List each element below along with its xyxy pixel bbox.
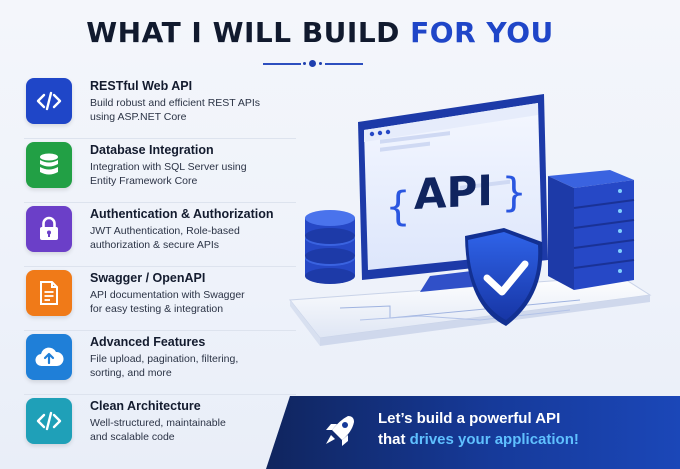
database-stack-icon — [305, 210, 355, 284]
server-rack-icon — [548, 170, 635, 290]
feature-item-database: Database Integration Integration with SQ… — [24, 139, 296, 203]
cta-banner: Let’s build a powerful API that drives y… — [266, 396, 680, 469]
feature-title: Swagger / OpenAPI — [90, 271, 206, 285]
feature-description: JWT Authentication, Role-based authoriza… — [90, 225, 240, 251]
feature-title: Advanced Features — [90, 335, 206, 349]
feature-item-advanced: Advanced Features File upload, paginatio… — [24, 331, 296, 395]
screen-api-text: API — [414, 166, 493, 219]
code-icon — [26, 78, 72, 124]
banner-highlight: drives your application! — [409, 431, 579, 448]
title-part-blue: FOR YOU — [410, 16, 554, 49]
feature-description: File upload, pagination, filtering, sort… — [90, 353, 239, 379]
feature-description: Integration with SQL Server using Entity… — [90, 161, 247, 187]
security-shield-icon — [465, 228, 543, 326]
screen-brace-open: { — [386, 184, 410, 230]
feature-item-clean-architecture: Clean Architecture Well-structured, main… — [24, 395, 296, 459]
feature-item-restful-api: RESTful Web API Build robust and efficie… — [24, 75, 296, 139]
banner-line-1: Let’s build a powerful API — [378, 410, 561, 427]
lock-icon — [26, 206, 72, 252]
screen-brace-close: } — [502, 170, 526, 216]
api-illustration: { API } — [280, 80, 680, 380]
feature-title: Authentication & Authorization — [90, 207, 274, 221]
title-part-dark: WHAT I WILL BUILD — [86, 16, 400, 49]
feature-title: Clean Architecture — [90, 399, 201, 413]
feature-description: Build robust and efficient REST APIs usi… — [90, 97, 261, 123]
feature-list: RESTful Web API Build robust and efficie… — [24, 75, 296, 459]
title-divider — [263, 60, 363, 68]
feature-title: Database Integration — [90, 143, 214, 157]
feature-description: API documentation with Swagger for easy … — [90, 289, 245, 315]
database-icon — [26, 142, 72, 188]
cloud-upload-icon — [26, 334, 72, 380]
feature-item-swagger: Swagger / OpenAPI API documentation with… — [24, 267, 296, 331]
feature-item-authentication: Authentication & Authorization JWT Authe… — [24, 203, 296, 267]
page-title: WHAT I WILL BUILD FOR YOU — [0, 16, 640, 49]
code-icon — [26, 398, 72, 444]
document-icon — [26, 270, 72, 316]
feature-description: Well-structured, maintainable and scalab… — [90, 417, 226, 443]
feature-title: RESTful Web API — [90, 79, 193, 93]
banner-line-2: that drives your application! — [378, 431, 579, 448]
rocket-icon — [326, 416, 354, 446]
banner-text: Let’s build a powerful API that drives y… — [378, 408, 579, 450]
